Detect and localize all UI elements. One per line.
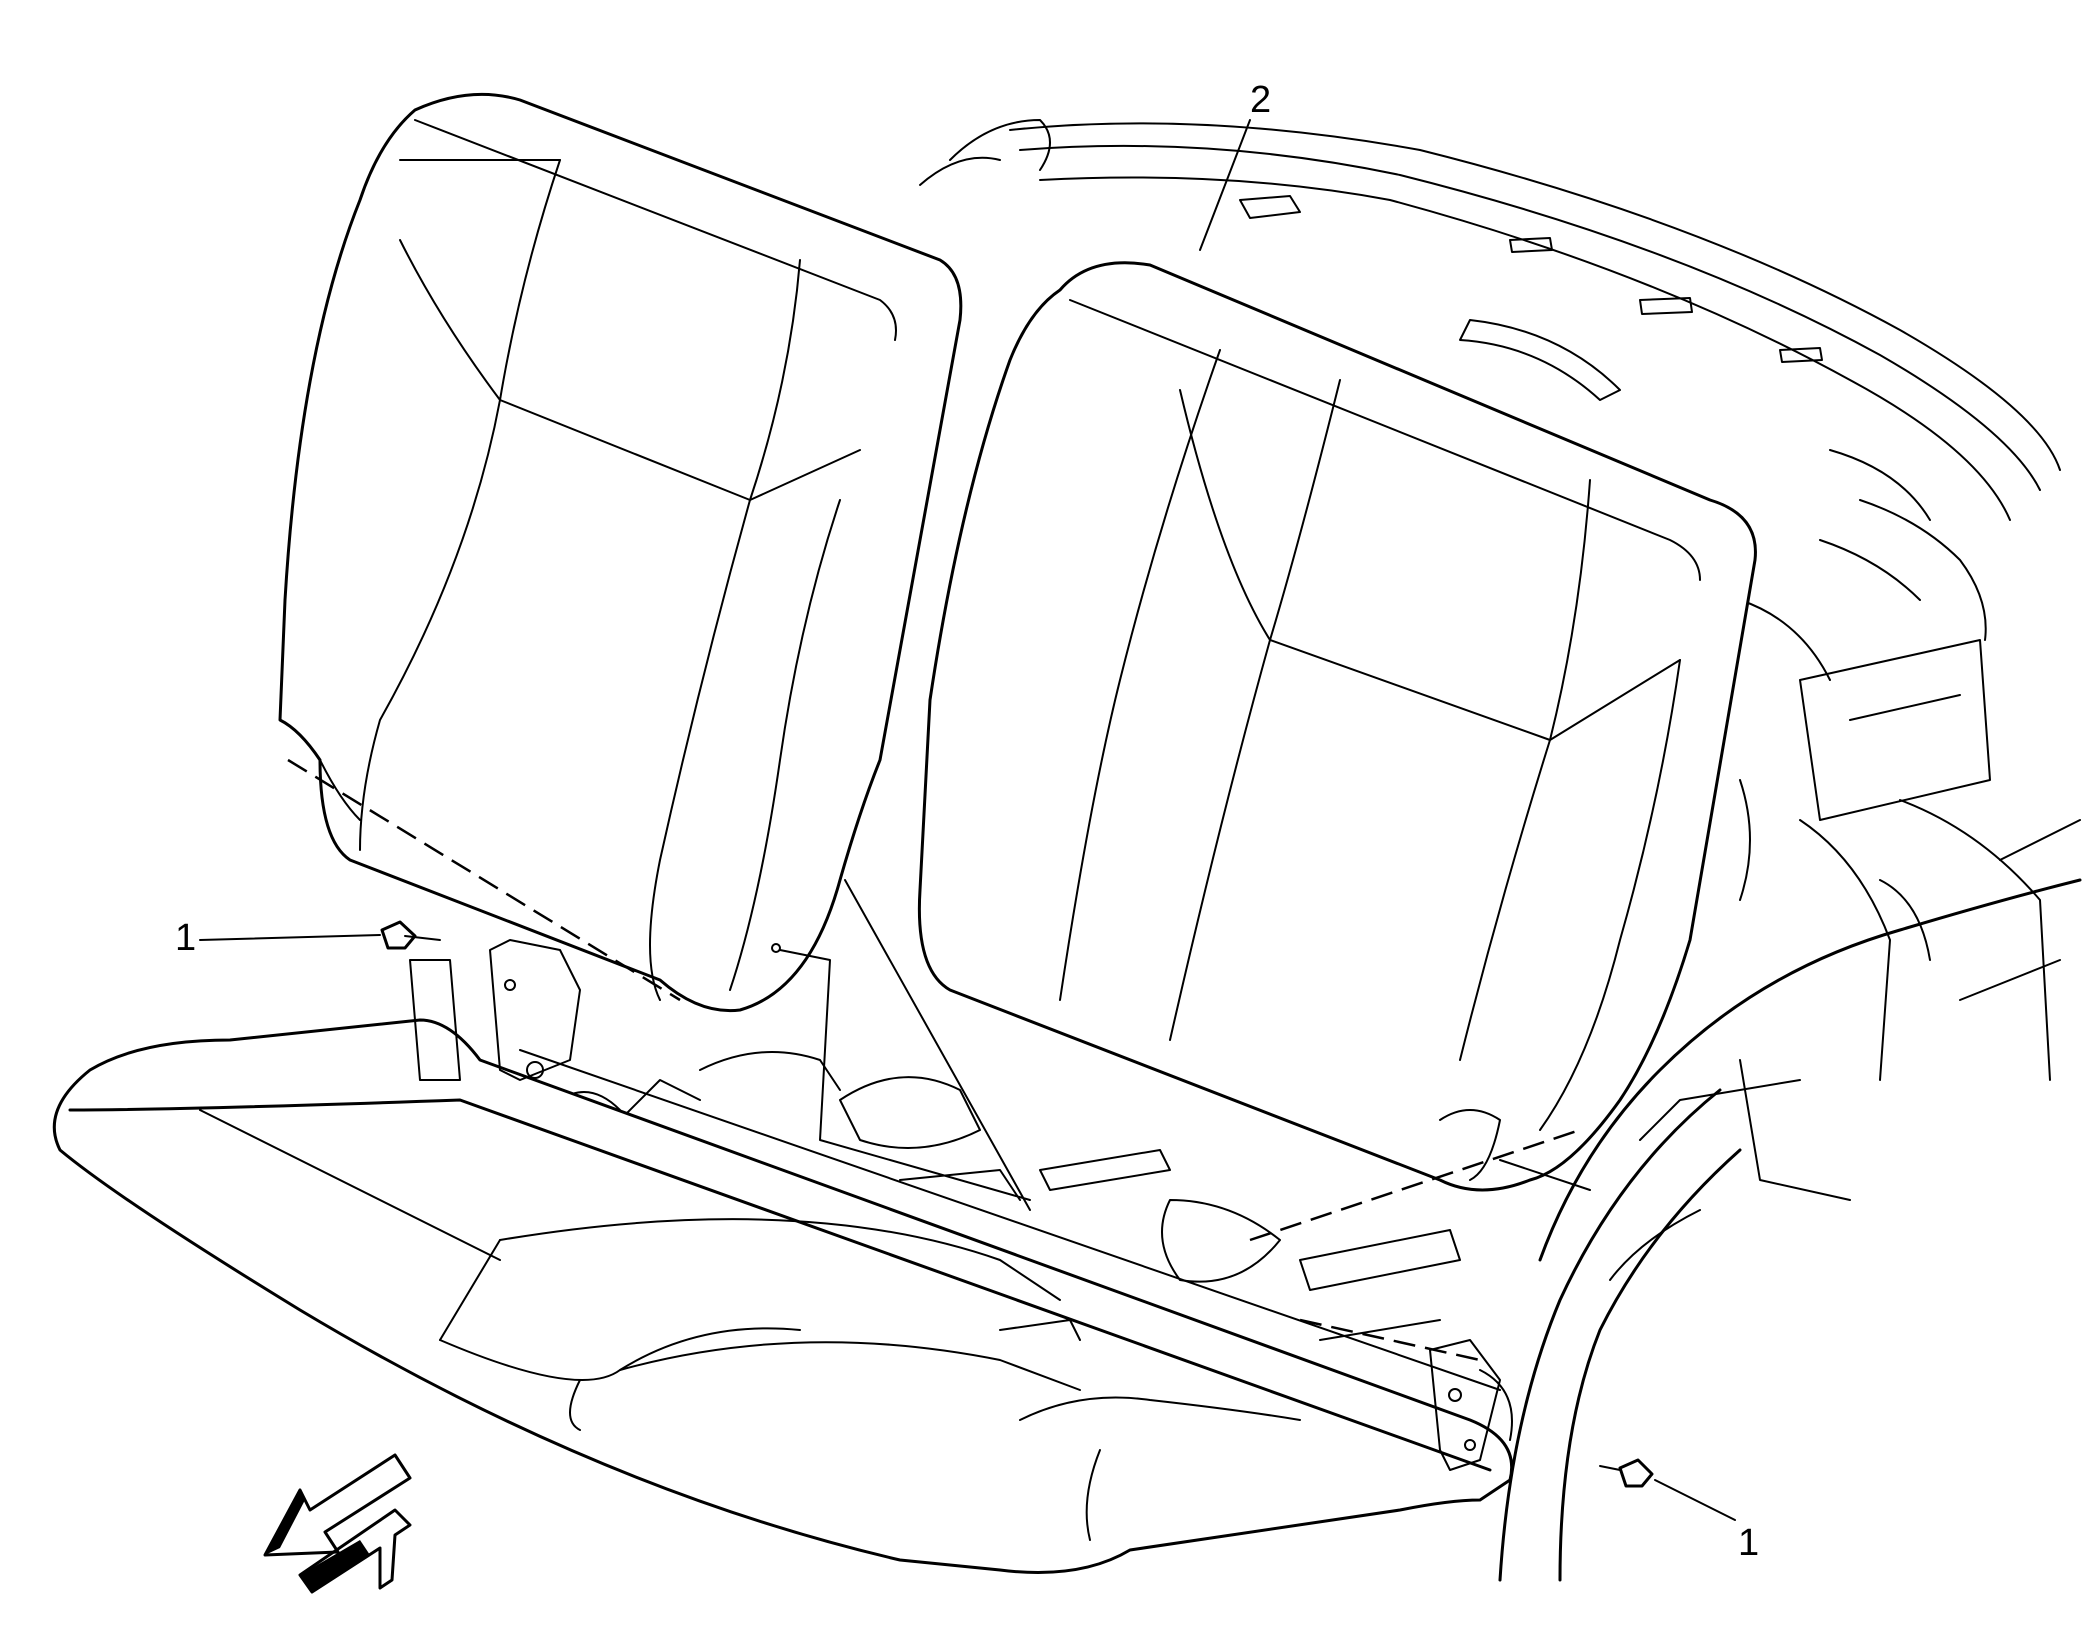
seat-cushion <box>52 1018 1514 1574</box>
hinge-bracket-left <box>409 939 581 1081</box>
fastener-right-icon <box>1599 1458 1654 1488</box>
hinge-bracket-right <box>1429 1339 1513 1471</box>
callout-seatback: 2 <box>1250 79 1271 121</box>
seatback-left <box>278 92 963 1013</box>
forward-direction-arrow-icon <box>263 1453 412 1594</box>
leader-lines <box>199 119 1736 1521</box>
alignment-guides <box>287 758 1591 1362</box>
vehicle-body-structure <box>919 119 2082 1582</box>
callout-fastener-right: 1 <box>1738 1522 1759 1564</box>
fastener-left-icon <box>380 920 441 950</box>
seatback-right <box>917 261 1757 1192</box>
callout-fastener-left: 1 <box>175 917 196 959</box>
